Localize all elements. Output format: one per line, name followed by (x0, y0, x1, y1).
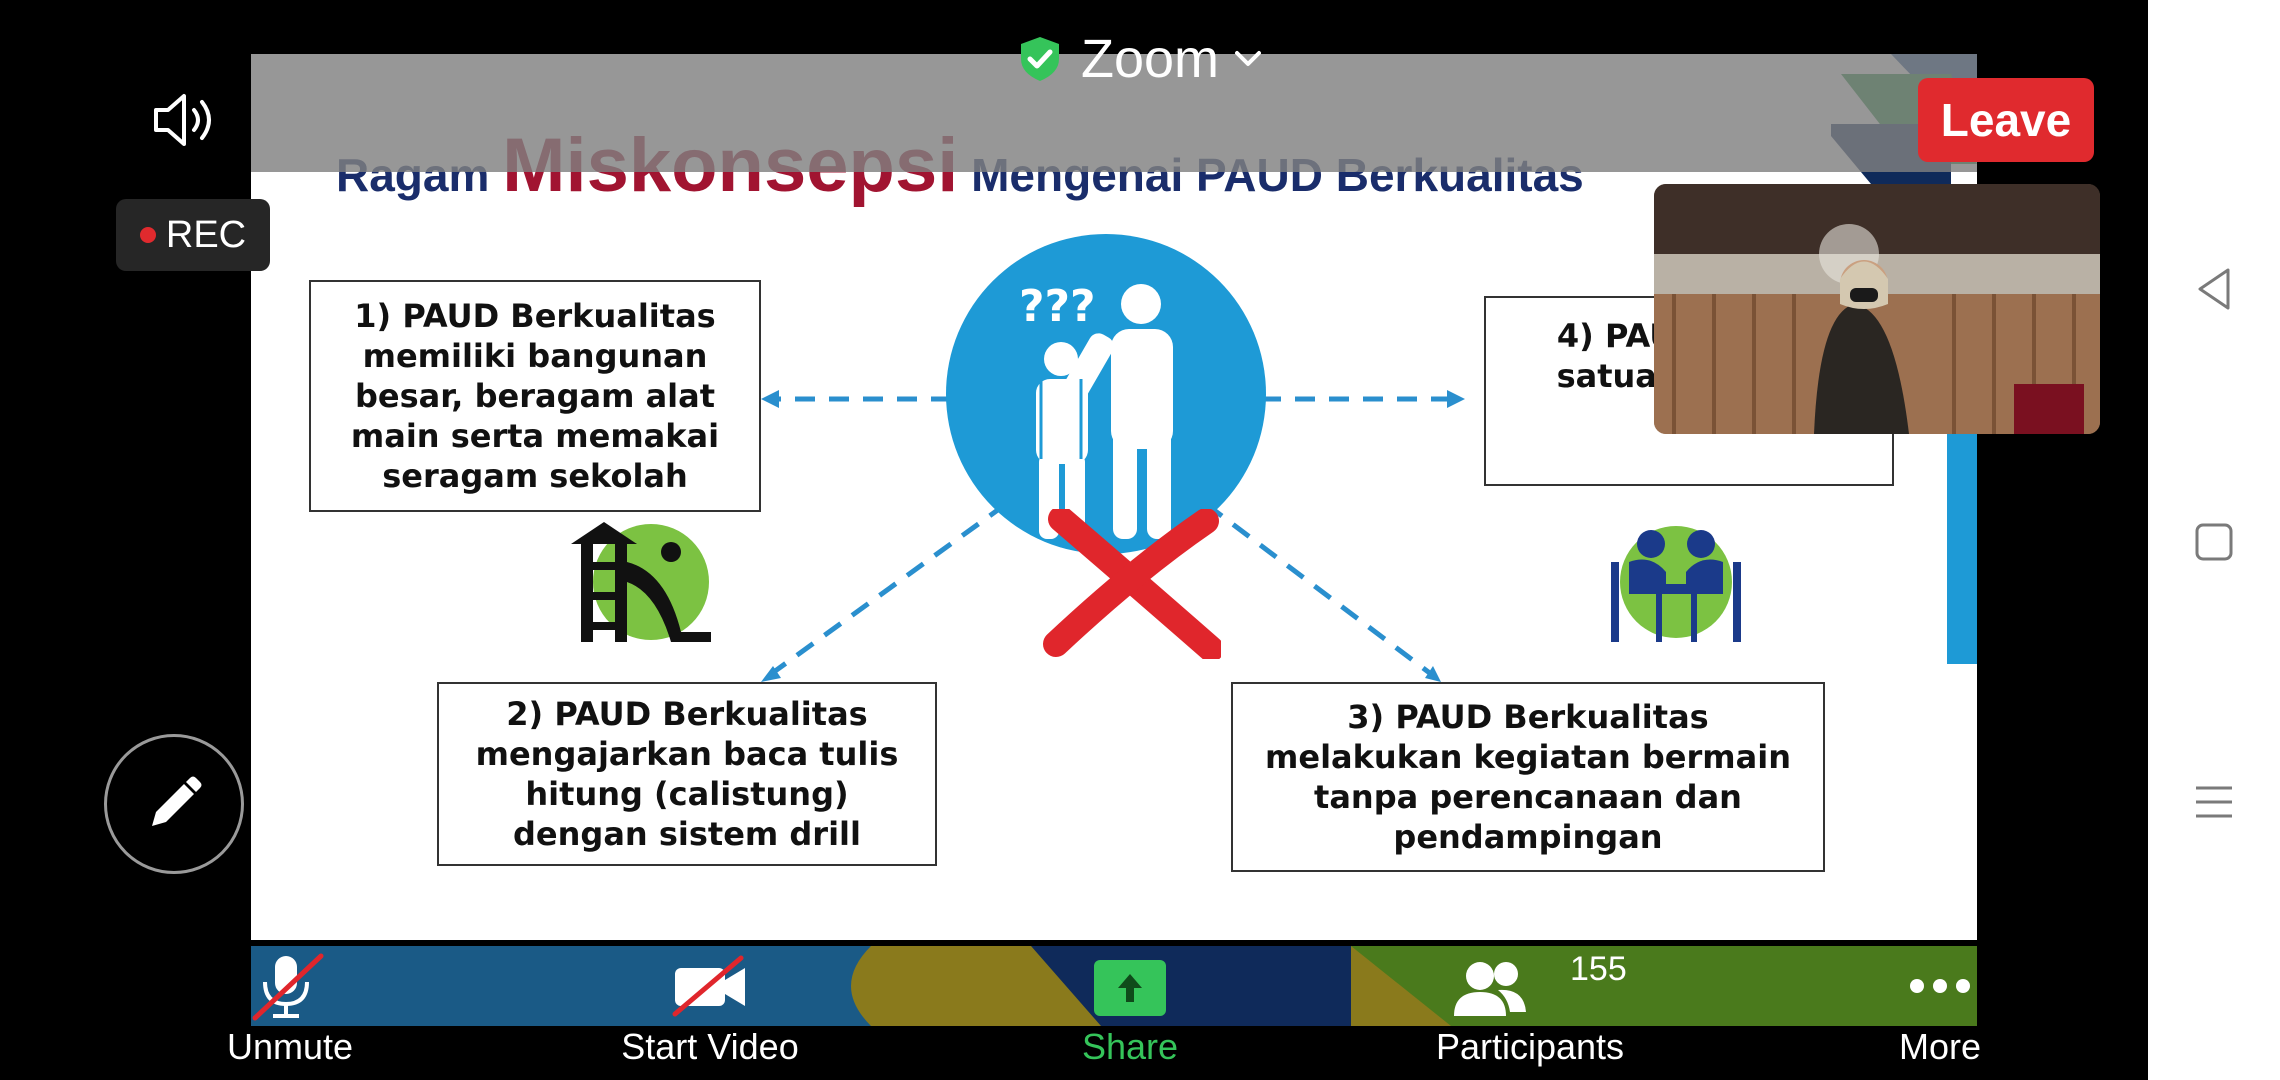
recording-indicator: REC (116, 199, 270, 271)
home-square-icon[interactable] (2192, 520, 2236, 564)
annotate-button[interactable] (104, 734, 244, 874)
svg-text:???: ??? (1019, 281, 1096, 332)
recents-lines-icon[interactable] (2192, 780, 2236, 824)
system-navigation-bar (2148, 0, 2280, 1080)
unmute-button[interactable]: Unmute (160, 940, 420, 1080)
participants-label: Participants (1435, 1026, 1625, 1067)
participants-count: 155 (1570, 950, 1627, 988)
children-table-icon (1611, 526, 1741, 642)
misconception-box-3: 3) PAUD Berkualitas melakukan kegiatan b… (1231, 682, 1825, 872)
camera-off-icon (672, 955, 745, 1017)
back-triangle-icon[interactable] (2192, 264, 2236, 314)
misconception-box-1: 1) PAUD Berkualitas memiliki bangunan be… (309, 280, 761, 512)
share-button[interactable]: Share (1000, 940, 1260, 1080)
participant-video-feed (1654, 184, 2100, 434)
unmute-label: Unmute (226, 1026, 354, 1067)
more-dots-icon (1910, 979, 1970, 993)
meeting-top-bar (251, 54, 1977, 172)
pencil-icon (152, 776, 202, 826)
meeting-title-label: Zoom (1080, 29, 1220, 89)
more-button[interactable]: More (1820, 940, 2060, 1080)
share-label: Share (1081, 1026, 1179, 1067)
share-arrow-icon (1094, 960, 1166, 1016)
more-label: More (1898, 1026, 1982, 1067)
participants-button[interactable]: 155 Participants (1400, 940, 1660, 1080)
misconception-box-2: 2) PAUD Berkualitas mengajarkan baca tul… (437, 682, 937, 866)
dashed-arrows (761, 390, 1465, 682)
speaker-icon[interactable] (150, 90, 222, 155)
recording-label: REC (165, 213, 247, 256)
misconception-illustration: ??? (946, 234, 1266, 554)
meeting-title[interactable]: Zoom (0, 0, 2280, 118)
participant-video-thumbnail[interactable] (1654, 184, 2100, 434)
microphone-muted-icon (252, 953, 324, 1021)
start-video-label: Start Video (621, 1026, 799, 1067)
participants-icon (1454, 962, 1526, 1016)
start-video-button[interactable]: Start Video (580, 940, 840, 1080)
chevron-down-icon (1235, 51, 1262, 66)
red-x-icon (1043, 509, 1221, 659)
shield-check-icon (1020, 37, 1059, 81)
playground-slide-icon (571, 522, 711, 642)
recording-dot-icon (139, 227, 156, 243)
leave-button[interactable]: Leave (1918, 78, 2094, 162)
